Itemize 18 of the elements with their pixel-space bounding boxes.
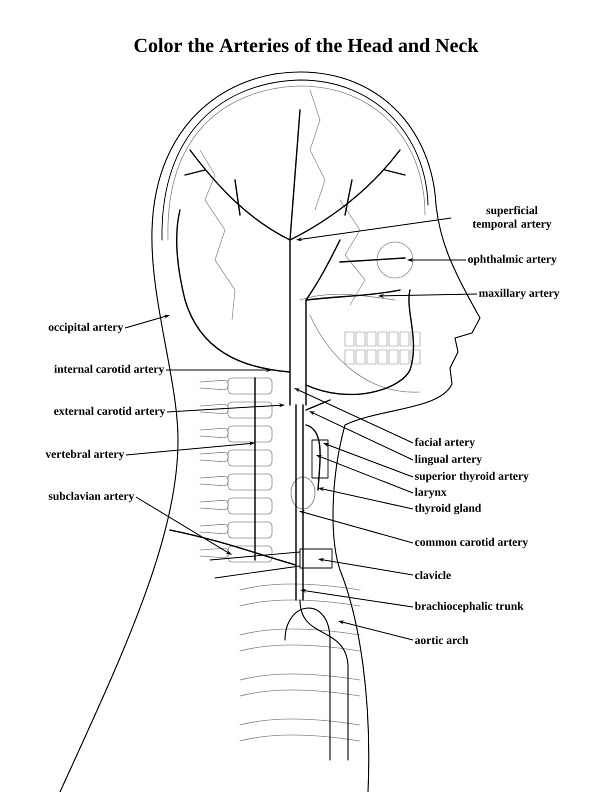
part-label: ophthalmic artery [468,254,557,266]
part-label: larynx [414,488,447,498]
part-label: lingual artery [414,454,482,466]
part-label: facial artery [414,438,475,448]
part-label: subclavian artery [48,492,134,502]
part-label: superficial temporal artery [472,206,552,230]
part-label: common carotid artery [415,538,528,548]
part-label: occipital artery [48,322,124,334]
part-label: superior thyroid artery [415,472,529,482]
part-label: internal carotid artery [54,364,164,376]
title: Color the Arteries of the Head and Neck [134,38,478,52]
part-label: clavicle [415,570,451,580]
part-label: brachiocephalic trunk [414,602,524,612]
part-label: thyroid gland [414,504,482,514]
part-label: aortic arch [415,636,468,644]
part-label: maxillary artery [479,288,560,300]
part-label: vertebral artery [45,450,124,460]
part-label: external carotid artery [54,406,166,418]
